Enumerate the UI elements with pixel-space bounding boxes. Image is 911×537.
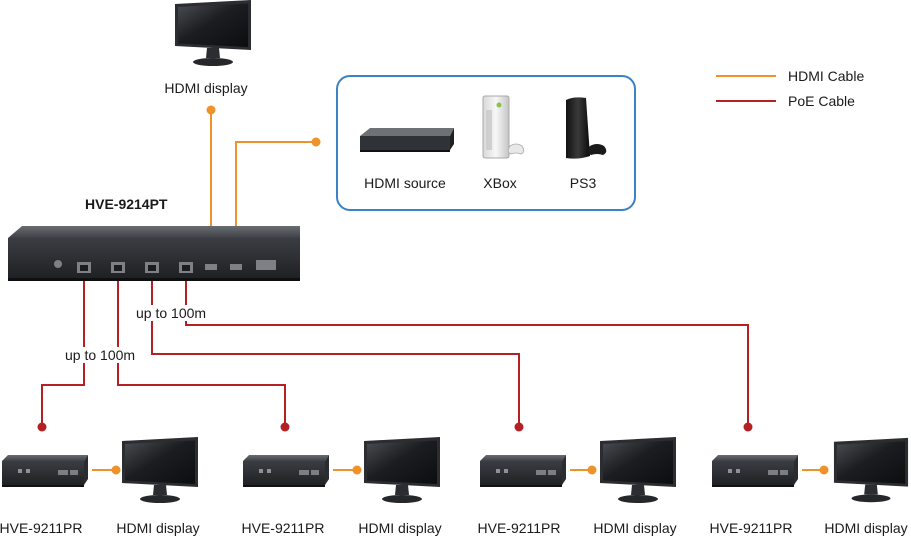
legend-poe-label: PoE Cable: [788, 93, 855, 109]
source-devices-box: [336, 75, 636, 211]
legend-hdmi-label: HDMI Cable: [788, 68, 865, 84]
top-display-label: HDMI display: [164, 80, 248, 96]
hdmi-source-label: HDMI source: [364, 175, 446, 191]
hdmi-cables-receivers: [92, 465, 829, 475]
transmitter-box-icon: [8, 226, 300, 281]
receiver-box-icon: [480, 455, 566, 487]
monitor-icon: [364, 437, 440, 503]
distance-label-upper: up to 100m: [134, 305, 209, 321]
monitor-icon: [600, 437, 676, 503]
receiver-display-label: HDMI display: [824, 520, 908, 536]
distance-label-lower: up to 100m: [63, 347, 138, 363]
hdmi-cable-endpoint: [206, 105, 216, 115]
receiver-model-label: HVE-9211PR: [241, 520, 325, 536]
receiver-box-icon: [2, 455, 88, 487]
receiver-box-icon: [243, 455, 329, 487]
receiver-box-icon: [712, 455, 798, 487]
receiver-model-label: HVE-9211PR: [477, 520, 561, 536]
monitor-icon: [833, 437, 909, 503]
receiver-display-label: HDMI display: [593, 520, 677, 536]
xbox-label: XBox: [483, 175, 517, 191]
ps3-label: PS3: [569, 175, 597, 191]
receiver-model-label: HVE-9211PR: [709, 520, 793, 536]
monitor-icon: [175, 0, 251, 66]
receiver-display-label: HDMI display: [116, 520, 200, 536]
transmitter-model-label: HVE-9214PT: [85, 196, 168, 212]
xbox-console-icon: [482, 95, 525, 159]
poe-cables: [41, 280, 749, 427]
ps3-console-icon: [566, 97, 607, 159]
hdmi-cable-source: [235, 141, 316, 262]
hdmi-switch-icon: [360, 128, 454, 152]
hdmi-cable-endpoint: [311, 137, 321, 147]
receiver-display-label: HDMI display: [358, 520, 442, 536]
poe-cable-endpoints: [37, 422, 753, 432]
monitor-icon: [122, 437, 198, 503]
receiver-model-label: HVE-9211PR: [0, 520, 83, 536]
